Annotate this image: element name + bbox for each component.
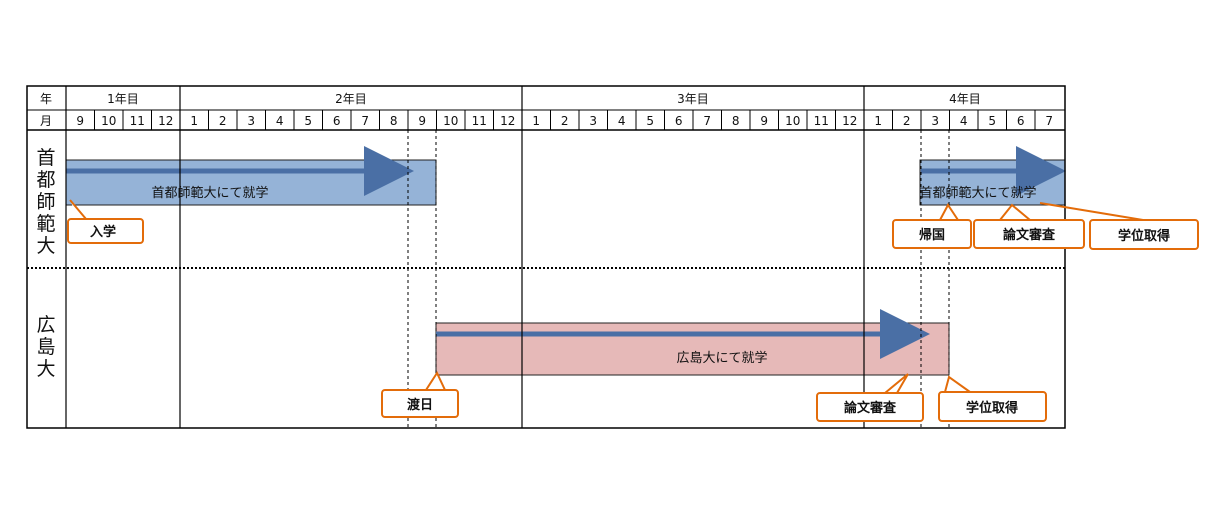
hiroshima-study-bar [435,322,950,376]
year-header: 3年目 [677,92,709,106]
month-header: 8 [390,114,398,128]
month-header: 7 [703,114,711,128]
year-header: 1年目 [107,92,139,106]
month-header: 6 [675,114,683,128]
month-header: 12 [842,114,857,128]
svg-text:帰国: 帰国 [919,227,945,243]
callout-thesis-review-2: 論文審査 [816,373,924,422]
month-header: 7 [1045,114,1053,128]
row-label-capital-normal: 首都師範大 [36,147,55,257]
month-header: 4 [618,114,626,128]
year-header: 2年目 [335,92,367,106]
row-label-char: 首 [36,147,55,169]
month-header: 5 [304,114,312,128]
year-header: 4年目 [949,92,981,106]
bar-2-label: 首都師範大にて就学 [919,185,1036,201]
callout-to-japan: 渡日 [381,370,459,418]
row-label-char: 大 [36,358,55,380]
month-header: 11 [814,114,829,128]
svg-text:学位取得: 学位取得 [966,400,1018,416]
callout-enroll: 入学 [67,199,144,244]
month-header: 3 [247,114,255,128]
row-label-char: 都 [36,169,55,191]
month-header: 9 [76,114,84,128]
svg-text:学位取得: 学位取得 [1118,228,1170,244]
callout-degree-2: 学位取得 [938,375,1047,422]
month-header: 11 [130,114,145,128]
month-header: 12 [158,114,173,128]
month-header: 1 [190,114,198,128]
row-label-char: 師 [36,191,55,213]
month-header: 9 [418,114,426,128]
month-header: 3 [931,114,939,128]
month-header: 1 [532,114,540,128]
bar-1-label: 首都師範大にて就学 [151,185,268,201]
month-header: 5 [646,114,654,128]
callout-return-home: 帰国 [892,203,972,249]
month-header: 10 [101,114,116,128]
month-label: 月 [40,114,52,128]
month-header: 7 [361,114,369,128]
month-header: 2 [903,114,911,128]
callout-thesis-review-1: 論文審査 [973,203,1085,249]
svg-text:論文審査: 論文審査 [1003,227,1056,243]
row-label-char: 島 [36,336,55,358]
callout-degree-1: 学位取得 [1039,202,1199,250]
svg-text:渡日: 渡日 [407,397,433,413]
month-header: 10 [443,114,458,128]
month-header: 9 [760,114,768,128]
svg-text:入学: 入学 [90,224,116,240]
month-header: 12 [500,114,515,128]
row-label-char: 範 [36,213,55,235]
month-header: 10 [785,114,800,128]
month-header: 4 [960,114,968,128]
row-label-char: 大 [36,235,55,257]
timeline-grid [26,85,1066,429]
year-label: 年 [40,92,52,106]
month-header: 11 [472,114,487,128]
month-header: 2 [219,114,227,128]
month-header: 4 [276,114,284,128]
month-header: 6 [1017,114,1025,128]
month-header: 3 [589,114,597,128]
row-label-char: 広 [36,314,55,336]
month-header: 8 [732,114,740,128]
year-headers: 1年目 2年目 3年目 4年目 [107,92,981,106]
month-header: 6 [333,114,341,128]
month-header: 2 [561,114,569,128]
month-header: 5 [988,114,996,128]
row-label-hiroshima: 広島大 [36,314,55,380]
month-header: 1 [874,114,882,128]
svg-text:論文審査: 論文審査 [844,400,897,416]
bar-3-label: 広島大にて就学 [676,350,767,366]
